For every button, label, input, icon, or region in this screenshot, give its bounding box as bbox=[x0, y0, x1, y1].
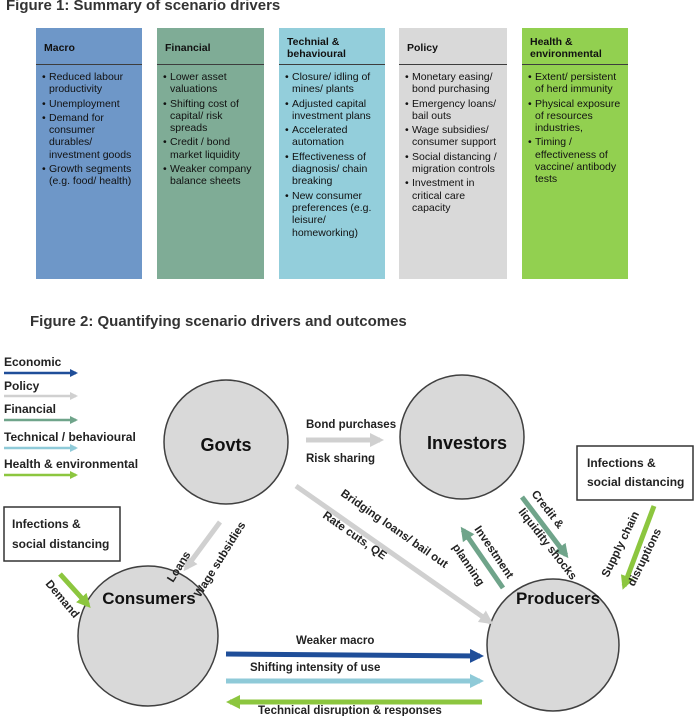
driver-item: Timing / effectiveness of vaccine/ antib… bbox=[528, 136, 622, 185]
node-consumers bbox=[77, 565, 219, 707]
column-divider bbox=[399, 64, 507, 65]
infections-box-right bbox=[576, 445, 694, 501]
node-label-investors: Investors bbox=[427, 433, 507, 453]
figure-2-title: Figure 2: Quantifying scenario drivers a… bbox=[30, 313, 407, 330]
edge-label-weaker-macro: Weaker macro bbox=[296, 635, 374, 647]
column-divider bbox=[36, 64, 142, 65]
driver-item: Extent/ persistent of herd immunity bbox=[528, 71, 622, 96]
driver-item: Reduced labour productivity bbox=[42, 71, 136, 96]
column-divider bbox=[522, 64, 628, 65]
driver-item: Emergency loans/ bail outs bbox=[405, 98, 501, 123]
driver-item: Lower asset valuations bbox=[163, 71, 258, 96]
infections-box-left bbox=[3, 506, 121, 562]
node-producers bbox=[486, 578, 620, 712]
driver-item: Effectiveness of diagnosis/ chain breaki… bbox=[285, 151, 379, 188]
driver-item: Demand for consumer durables/ investment… bbox=[42, 112, 136, 161]
infections-box-left-line-2: social distancing bbox=[12, 537, 109, 551]
driver-item: Unemployment bbox=[42, 98, 136, 111]
driver-item: Wage subsidies/ consumer support bbox=[405, 124, 501, 149]
edge-label-risk-sharing: Risk sharing bbox=[306, 453, 375, 465]
driver-item: Credit / bond market liquidity bbox=[163, 136, 258, 161]
infections-box-right-line-2: social distancing bbox=[587, 475, 684, 489]
driver-list: Lower asset valuations Shifting cost of … bbox=[163, 71, 258, 188]
column-divider bbox=[157, 64, 264, 65]
edge-govts-producers bbox=[294, 483, 494, 625]
edge-label-bond-purchases: Bond purchases bbox=[306, 419, 396, 431]
driver-item: Social distancing / migration controls bbox=[405, 151, 501, 176]
node-label-consumers: Consumers bbox=[102, 589, 196, 608]
driver-item: Growth segments (e.g. food/ health) bbox=[42, 163, 136, 188]
node-label-producers: Producers bbox=[516, 589, 600, 608]
column-heading: Macro bbox=[44, 42, 75, 54]
driver-list: Extent/ persistent of herd immunity Phys… bbox=[528, 71, 622, 186]
driver-item: Closure/ idling of mines/ plants bbox=[285, 71, 379, 96]
driver-item: Accelerated automation bbox=[285, 124, 379, 149]
legend-label-health: Health & environmental bbox=[4, 457, 138, 471]
driver-list: Monetary easing/ bond purchasing Emergen… bbox=[405, 71, 501, 214]
column-policy: Policy Monetary easing/ bond purchasing … bbox=[399, 28, 507, 279]
edge-label-wage-subsidies: Wage subsidies bbox=[192, 520, 248, 600]
edge-label-demand: Demand bbox=[43, 578, 81, 620]
column-macro: Macro Reduced labour productivity Unempl… bbox=[36, 28, 142, 279]
edge-investors-producers bbox=[520, 495, 569, 559]
legend-label-economic: Economic bbox=[4, 355, 62, 369]
node-investors bbox=[399, 374, 525, 500]
column-divider bbox=[279, 64, 385, 65]
legend-label-policy: Policy bbox=[4, 379, 40, 393]
driver-item: Monetary easing/ bond purchasing bbox=[405, 71, 501, 96]
column-heading: Health & environmental bbox=[530, 36, 602, 60]
edge-label-shifting-intensity: Shifting intensity of use bbox=[250, 662, 380, 674]
legend-label-financial: Financial bbox=[4, 402, 56, 416]
edge-label-technical-disruption: Technical disruption & responses bbox=[258, 705, 442, 716]
infections-box-right-line-1: Infections & bbox=[587, 456, 656, 470]
driver-item: Physical exposure of resources industrie… bbox=[528, 98, 622, 135]
column-heading: Technial & behavioural bbox=[287, 36, 346, 60]
node-govts bbox=[163, 379, 289, 505]
driver-item: Adjusted capital investment plans bbox=[285, 98, 379, 123]
edge-weaker-macro bbox=[225, 648, 484, 663]
column-health-environmental: Health & environmental Extent/ persisten… bbox=[522, 28, 628, 279]
driver-list: Reduced labour productivity Unemployment… bbox=[42, 71, 136, 188]
column-heading: Financial bbox=[165, 42, 211, 54]
edge-infections-consumers bbox=[58, 572, 91, 608]
driver-item: Shifting cost of capital/ risk spreads bbox=[163, 98, 258, 135]
edge-govts-consumers bbox=[183, 520, 223, 572]
edge-producers-investors bbox=[460, 526, 506, 590]
legend: Economic Policy Financial Technical / be… bbox=[4, 355, 138, 479]
legend-label-technical: Technical / behavioural bbox=[4, 430, 136, 444]
column-heading: Policy bbox=[407, 42, 438, 54]
edge-infections-producers bbox=[620, 505, 657, 590]
figure-1-title: Figure 1: Summary of scenario drivers bbox=[6, 0, 281, 14]
driver-item: Weaker company balance sheets bbox=[163, 163, 258, 188]
infections-box-left-line-1: Infections & bbox=[12, 517, 81, 531]
edge-label-planning: planning bbox=[450, 542, 487, 588]
driver-item: Investment in critical care capacity bbox=[405, 177, 501, 214]
column-technical-behavioural: Technial & behavioural Closure/ idling o… bbox=[279, 28, 385, 279]
column-financial: Financial Lower asset valuations Shiftin… bbox=[157, 28, 264, 279]
driver-list: Closure/ idling of mines/ plants Adjuste… bbox=[285, 71, 379, 239]
driver-item: New consumer preferences (e.g. leisure/ … bbox=[285, 190, 379, 239]
node-label-govts: Govts bbox=[200, 435, 251, 455]
